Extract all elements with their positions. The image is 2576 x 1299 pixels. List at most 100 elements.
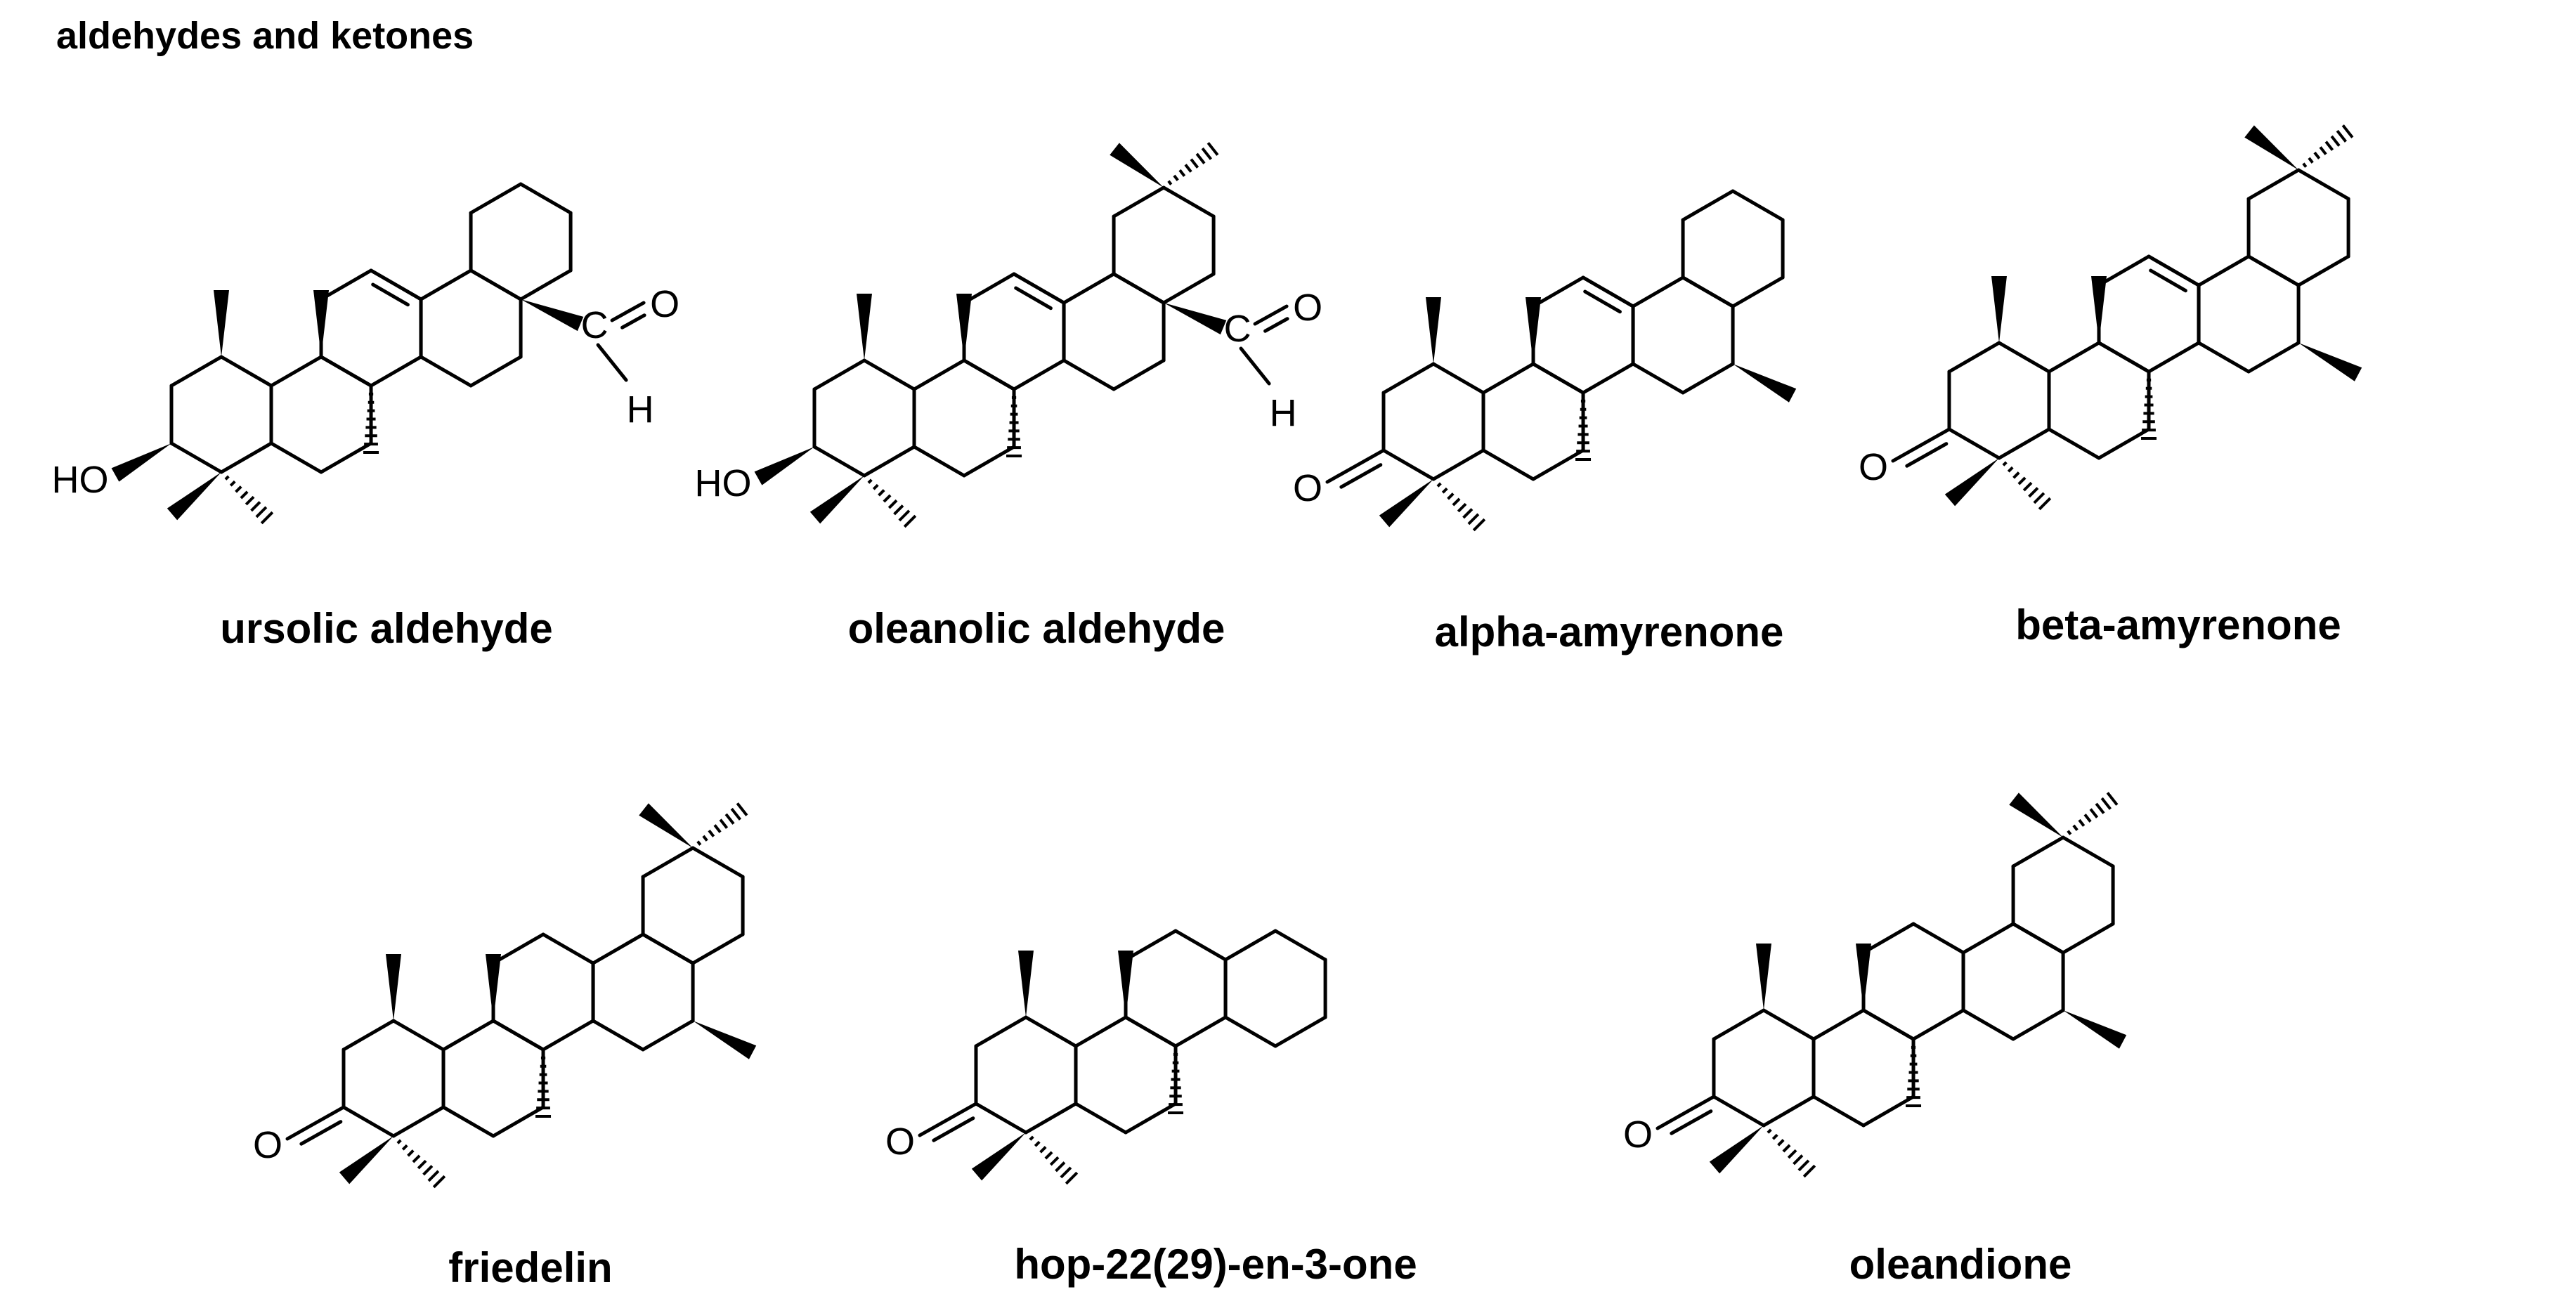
bond xyxy=(962,272,1016,305)
compound-label-ursolic-aldehyde: ursolic aldehyde xyxy=(220,605,553,652)
wedge-bond xyxy=(639,803,694,848)
bond xyxy=(1381,362,1436,395)
compound-label-friedelin: friedelin xyxy=(448,1244,613,1291)
bond xyxy=(1273,1015,1327,1048)
bond xyxy=(1905,442,1949,468)
aldehyde-oxygen-label: O xyxy=(1293,287,1322,329)
wedge-bond xyxy=(809,476,864,524)
bond xyxy=(962,358,1016,391)
hash-bond-stroke xyxy=(1029,1135,1034,1141)
bond xyxy=(2147,254,2201,287)
hash-bond-stroke xyxy=(2072,824,2079,831)
hash-bond-stroke xyxy=(1793,1154,1804,1166)
bond xyxy=(1861,1008,1915,1041)
bond xyxy=(2246,168,2301,201)
hash-bond-stroke xyxy=(736,802,748,816)
compound-label-oleanolic-aldehyde: oleanolic aldehyde xyxy=(847,605,1225,652)
bond xyxy=(1861,1095,1915,1128)
bond xyxy=(932,1116,975,1142)
hash-bond-stroke xyxy=(2336,129,2348,143)
bond xyxy=(812,445,866,478)
bond xyxy=(319,268,373,301)
hash-bond-stroke xyxy=(1055,1161,1066,1173)
bond xyxy=(1239,346,1271,386)
bond xyxy=(1223,1015,1277,1048)
wedge-bond xyxy=(754,447,814,485)
bond xyxy=(2296,254,2350,287)
bond xyxy=(269,441,323,474)
hash-bond-stroke xyxy=(903,514,917,528)
compound-label-beta-amyrenone: beta-amyrenone xyxy=(2015,601,2341,648)
hash-bond-stroke xyxy=(708,829,715,837)
bond xyxy=(1253,304,1289,326)
bond xyxy=(1024,1015,1078,1048)
bond xyxy=(1325,448,1386,484)
hash-bond-stroke xyxy=(2319,146,2327,155)
bond xyxy=(862,445,916,478)
bond xyxy=(469,182,523,215)
bond xyxy=(1162,185,1216,218)
bond xyxy=(1012,272,1066,305)
hash-bond-stroke xyxy=(1472,518,1486,532)
bond xyxy=(219,441,273,474)
bond xyxy=(2061,922,2115,955)
bond xyxy=(491,1019,545,1052)
hydroxyl-label: HO xyxy=(51,459,108,501)
bond xyxy=(1811,1008,1866,1041)
bond xyxy=(1112,185,1166,218)
bond xyxy=(591,1019,645,1052)
structure-oleandione: O xyxy=(1623,792,2127,1178)
hash-bond-stroke xyxy=(2083,814,2092,823)
bond xyxy=(1531,275,1585,308)
wedge-bond xyxy=(1991,276,2007,343)
hash-bond-stroke xyxy=(1441,487,1448,494)
bond xyxy=(1961,1008,2015,1041)
wedge-bond xyxy=(1944,458,1999,507)
wedge-bond xyxy=(1526,297,1542,364)
bond xyxy=(285,1105,346,1141)
bond xyxy=(1681,362,1735,395)
hash-bond-stroke xyxy=(2033,492,2045,504)
hash-bond-stroke xyxy=(250,501,261,512)
hash-bond-stroke xyxy=(1206,142,1219,156)
hash-bond-stroke xyxy=(2308,157,2314,164)
hydroxyl-label: HO xyxy=(694,462,751,504)
hash-bond-stroke xyxy=(713,824,722,833)
aldehyde-carbon-label: C xyxy=(1224,308,1251,350)
hash-bond-stroke xyxy=(1787,1149,1797,1159)
bond xyxy=(1112,358,1166,391)
wedge-bond xyxy=(214,290,229,357)
hash-bond-stroke xyxy=(2324,141,2334,151)
bond xyxy=(419,355,473,388)
bond xyxy=(1911,922,1965,955)
wedge-bond xyxy=(1709,1125,1764,1174)
wedge-bond xyxy=(486,954,502,1021)
bond xyxy=(2097,341,2151,374)
bond xyxy=(918,1102,978,1137)
bond xyxy=(2047,341,2101,374)
hash-bond-stroke xyxy=(2078,818,2086,827)
bond xyxy=(1381,448,1436,481)
hash-bond-stroke xyxy=(724,813,735,825)
bond xyxy=(1273,929,1327,962)
bond xyxy=(391,1019,445,1052)
wedge-bond xyxy=(313,290,330,357)
structure-beta-amyrenone: O xyxy=(1859,124,2362,511)
bond xyxy=(1173,929,1228,962)
bond xyxy=(371,282,410,307)
hash-bond-stroke xyxy=(2095,802,2105,814)
bond xyxy=(591,932,645,965)
bond xyxy=(469,355,523,388)
bond xyxy=(912,358,966,391)
bond xyxy=(1731,189,1785,222)
bond xyxy=(1124,929,1178,962)
bond xyxy=(1811,1095,1866,1128)
hash-bond-stroke xyxy=(1060,1166,1072,1179)
hash-bond-stroke xyxy=(2100,797,2112,810)
hash-bond-stroke xyxy=(898,509,911,522)
hash-bond-stroke xyxy=(702,835,708,842)
hash-bond-stroke xyxy=(2341,124,2354,138)
hash-bond-stroke xyxy=(872,483,879,490)
bond xyxy=(269,355,323,388)
bond xyxy=(169,355,223,388)
